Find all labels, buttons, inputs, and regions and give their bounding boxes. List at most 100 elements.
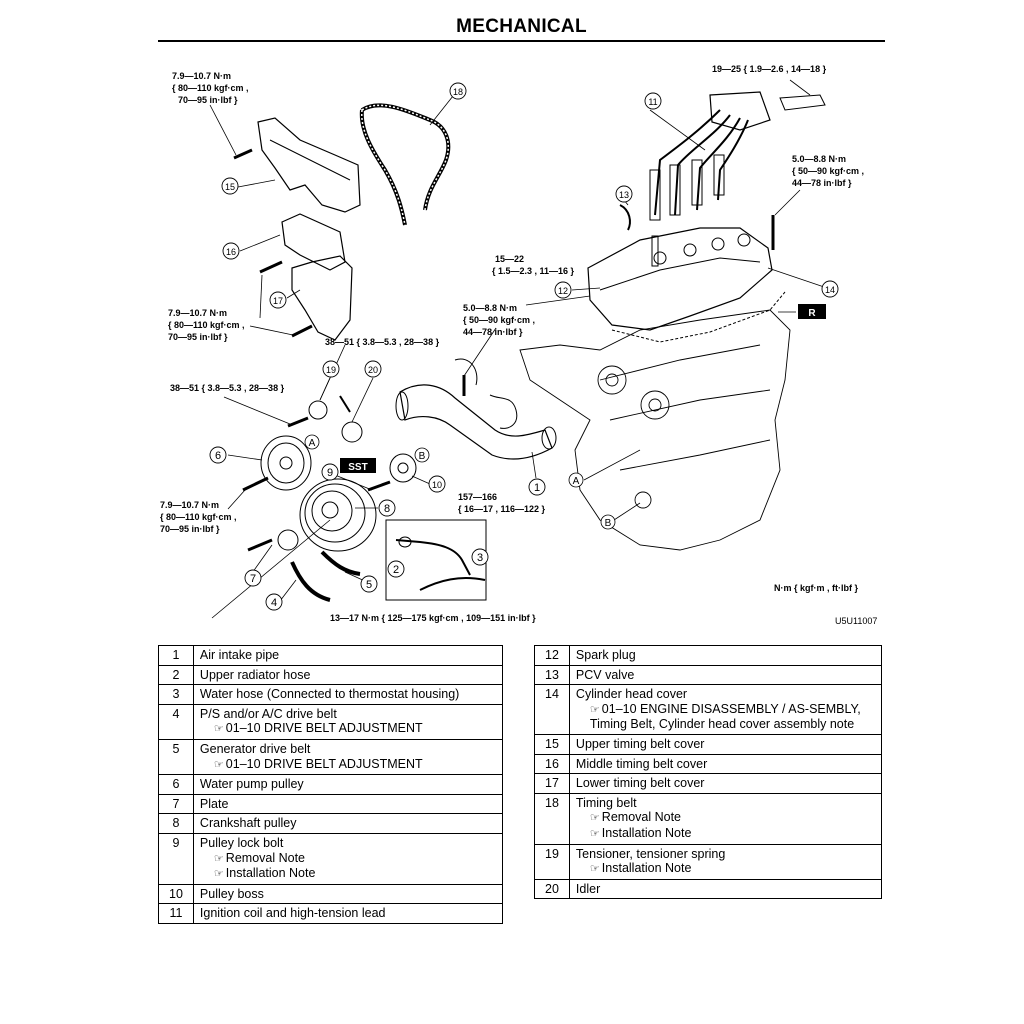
cylinder-head-cover-drawing [587, 227, 773, 331]
ignition-coil-drawing [649, 91, 826, 221]
part-name: Plate [199, 796, 229, 811]
part-description-cell: Air intake pipe [192, 645, 504, 666]
reference-text: Installation Note [225, 866, 316, 881]
sst-tag [340, 458, 376, 473]
part-name: PCV valve [575, 667, 635, 682]
part-name: Lower timing belt cover [575, 776, 705, 791]
callout-2: 2 [393, 564, 399, 576]
part-description-cell: Tensioner, tensioner spring☞Installation… [568, 843, 883, 880]
marker-a-engine-label: A [573, 476, 580, 487]
torque-spark-plug-2: { 1.5—2.3 , 11—16 } [492, 266, 575, 276]
callout-8: 8 [384, 503, 390, 515]
torque-pulley-bolt-1: 157—166 [458, 492, 497, 502]
parts-row: 15 Upper timing belt cover [534, 733, 883, 755]
part-description-cell: Water hose (Connected to thermostat hous… [192, 684, 504, 705]
middle-timing-cover-drawing [281, 213, 346, 271]
part-name: Spark plug [575, 648, 636, 662]
part-number: 13 [534, 664, 570, 686]
callout-3: 3 [477, 552, 483, 564]
part-name: Cylinder head cover [575, 687, 688, 702]
exploded-diagram: 7.9—10.7 N·m { 80—110 kgf·cm , 70—95 in·… [160, 64, 877, 626]
reference-text: Removal Note [225, 850, 305, 865]
marker-a-pulley-label: A [309, 438, 316, 449]
reference-note: ☞Removal Note [200, 851, 496, 867]
callout-11: 11 [648, 97, 657, 107]
hose-inset-box [385, 519, 487, 601]
part-name: Ignition coil and high-tension lead [199, 906, 386, 921]
part-description-cell: Upper radiator hose [192, 664, 504, 686]
pointing-hand-icon: ☞ [589, 863, 600, 876]
marker-a-engine [568, 472, 584, 488]
part-number: 8 [158, 813, 194, 834]
part-description-cell: Plate [192, 793, 504, 815]
callout-4: 4 [271, 597, 277, 609]
parts-row: 13 PCV valve [534, 664, 883, 686]
marker-b-engine-label: B [605, 518, 612, 529]
torque-intake-2: { 50—90 kgf·cm , [463, 315, 535, 325]
sst-tag-label: SST [348, 462, 367, 473]
torque-upper-cover-1: 7.9—10.7 N·m [172, 71, 231, 81]
part-name: Water pump pulley [199, 777, 304, 792]
torque-tensioner: 38—51 { 3.8—5.3 , 28—38 } [325, 337, 440, 347]
lower-timing-cover-drawing [291, 255, 353, 341]
part-name: Upper timing belt cover [575, 736, 705, 751]
torque-pump-pulley-3: 70—95 in·lbf } [160, 524, 220, 534]
reference-note: ☞01–10 DRIVE BELT ADJUSTMENT [200, 721, 496, 737]
torque-intake-1: 5.0—8.8 N·m [463, 303, 517, 313]
part-description-cell: Idler [568, 878, 883, 900]
water-pump-pulley-drawing [260, 435, 312, 491]
part-number: 19 [534, 843, 570, 880]
part-description-cell: PCV valve [568, 664, 883, 686]
callout-15: 15 [225, 182, 235, 192]
part-name: Pulley boss [199, 886, 264, 901]
callout-7: 7 [250, 573, 256, 585]
pointing-hand-icon: ☞ [213, 723, 224, 736]
crankshaft-pulley-drawing [299, 478, 377, 552]
callout-14: 14 [825, 285, 835, 295]
reference-text: Installation Note [601, 825, 692, 840]
part-name: P/S and/or A/C drive belt [199, 706, 337, 721]
part-name: Pulley lock bolt [199, 835, 284, 850]
part-number: 6 [158, 774, 194, 795]
part-description-cell: Middle timing belt cover [568, 753, 883, 775]
part-number: 11 [158, 903, 194, 924]
reference-note: ☞Removal Note [576, 810, 875, 826]
part-description-cell: Pulley lock bolt☞Removal Note☞Installati… [192, 832, 504, 885]
torque-crank-pulley: 13—17 N·m { 125—175 kgf·cm , 109—151 in·… [330, 613, 536, 623]
torque-pump-pulley-2: { 80—110 kgf·cm , [160, 512, 237, 522]
marker-b-pulley-label: B [419, 451, 426, 462]
parts-row: 4 P/S and/or A/C drive belt☞01–10 DRIVE B… [158, 703, 504, 740]
timing-belt-drawing [359, 103, 451, 226]
part-number: 15 [534, 733, 570, 755]
torque-pulley-bolt-2: { 16—17 , 116—122 } [458, 504, 546, 514]
part-number: 20 [534, 878, 570, 900]
reference-text: Removal Note [601, 810, 681, 825]
callout-19: 19 [326, 365, 336, 375]
part-description-cell: Generator drive belt☞01–10 DRIVE BELT AD… [192, 738, 504, 776]
callout-6: 6 [215, 450, 221, 462]
torque-lower-cover-2: { 80—110 kgf·cm , [168, 320, 245, 330]
torque-idler: 38—51 { 3.8—5.3 , 28—38 } [170, 383, 285, 393]
torque-intake-3: 44—78 in·lbf } [463, 327, 523, 337]
part-name: Tensioner, tensioner spring [575, 846, 726, 861]
figure-code: U5U11007 [835, 616, 877, 626]
part-description-cell: Lower timing belt cover [568, 773, 883, 794]
page-header: MECHANICAL [158, 14, 885, 42]
torque-head-cover-3: 44—78 in·lbf } [792, 178, 852, 188]
torque-lower-cover-1: 7.9—10.7 N·m [168, 308, 227, 318]
part-description-cell: Crankshaft pulley [192, 813, 504, 834]
reference-note: ☞01–10 ENGINE DISASSEMBLY / AS-SEMBLY, T… [576, 702, 875, 732]
callout-9: 9 [327, 467, 333, 479]
reference-note: ☞Installation Note [576, 861, 875, 877]
marker-b-engine [600, 514, 616, 530]
part-number: 4 [158, 703, 194, 740]
